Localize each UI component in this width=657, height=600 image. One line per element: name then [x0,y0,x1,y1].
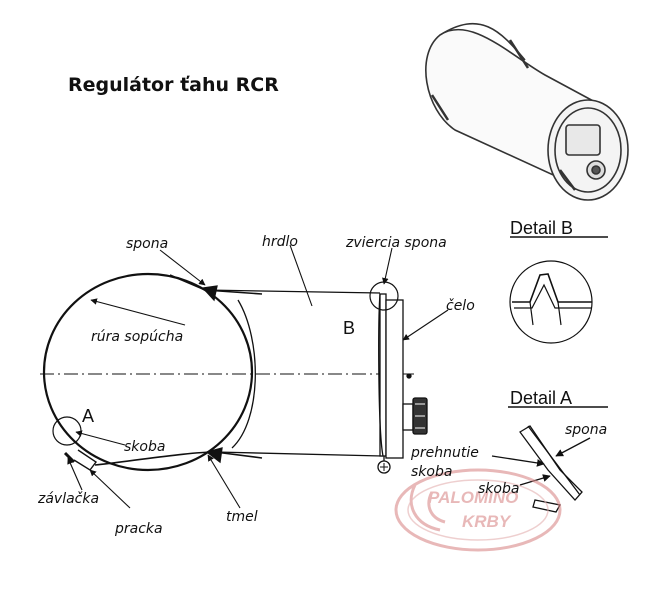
label-zavlacka: závlačka [37,491,99,507]
detail-a-circle [52,416,82,446]
main-drawing [40,272,428,474]
detail-a-label-prehnutie: prehnutie [410,445,479,461]
detail-a-bracket [519,425,583,501]
leader-lines [67,244,449,509]
collar-bottom-edge [214,451,384,457]
marker-b: B [343,318,355,338]
page-title: Regulátor ťahu RCR [68,74,279,96]
label-zviercia-spona: zviercia spona [345,235,447,251]
band-bottom [94,451,263,466]
watermark-line2: KRBY [462,512,512,531]
detail-b-title: Detail B [510,218,573,238]
knob-shaft [402,403,414,431]
buckle [73,449,98,471]
detail-a-label-spona: spona [565,422,607,438]
pin [406,373,412,379]
marker-a: A [82,406,94,426]
label-tmel: tmel [226,509,258,525]
detail-a-label-prehnutie-skoba: skoba [411,464,452,480]
label-pracka: pracka [114,521,163,537]
sealant-top-mark [201,285,218,302]
detail-a-drawing [491,406,608,513]
detail-a-clip [532,499,562,513]
label-skoba: skoba [124,439,165,455]
detail-a-label-skoba: skoba [478,481,519,497]
watermark-line1: PALOMINO [428,488,518,507]
product-3d-image [425,23,629,201]
watermark-logo: PALOMINO KRBY [394,468,562,552]
label-celo: čelo [446,298,475,314]
flue-pipe-circle [42,272,254,472]
label-spona: spona [126,236,168,252]
label-hrdlo: hrdlo [262,234,298,250]
detail-b-drawing [509,236,608,344]
collar-side-curve [231,299,256,449]
detail-a-title: Detail A [510,388,572,408]
collar-top-edge [204,289,381,294]
face-plate [385,299,404,459]
label-rura-sopucha: rúra sopúcha [91,329,183,345]
